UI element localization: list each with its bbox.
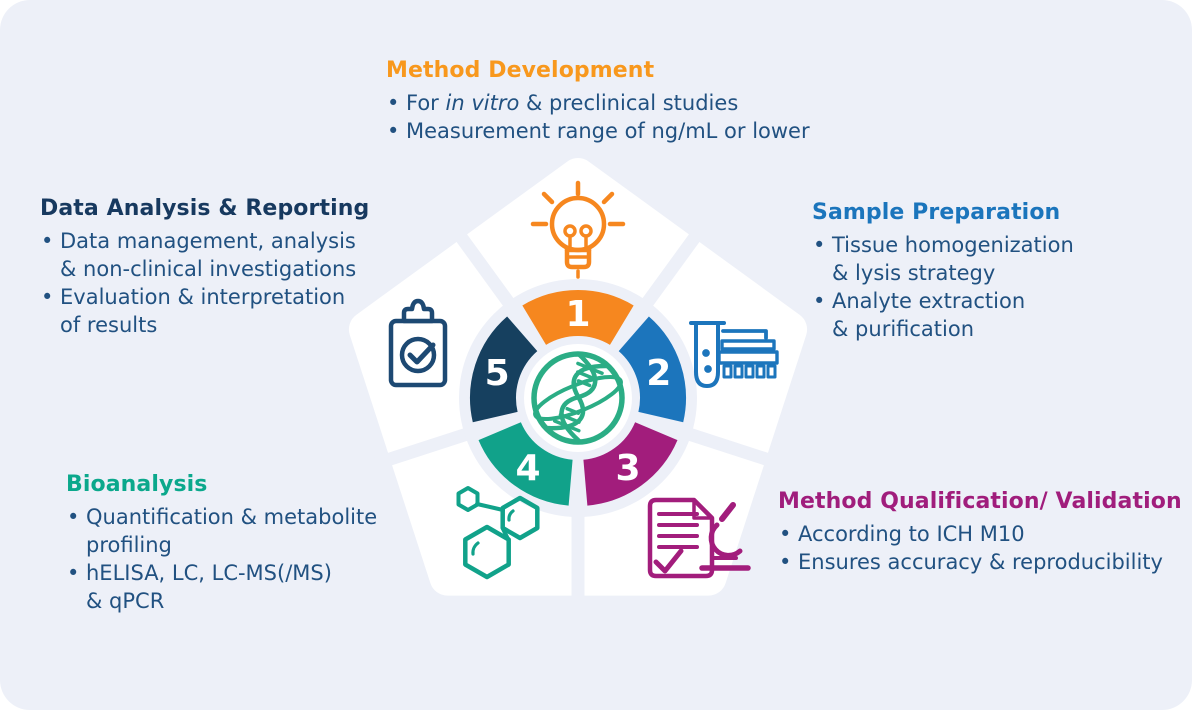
bullet-item: hELISA, LC, LC-MS(/MS)& qPCR: [66, 559, 377, 615]
bullet-item: Tissue homogenization& lysis strategy: [812, 231, 1074, 287]
stage-bullet-list: According to ICH M10Ensures accuracy & r…: [778, 520, 1182, 576]
stage-title: Data Analysis & Reporting: [40, 196, 370, 221]
segment-number-4: 4: [515, 448, 540, 489]
stage-block-bioanalysis: Bioanalysis Quantification & metabolitep…: [66, 472, 377, 615]
stage-title: Method Development: [386, 58, 655, 83]
stage-block-method-qualification-validation: Method Qualification/ Validation Accordi…: [778, 489, 1182, 576]
wheel-segment-1: [522, 290, 634, 346]
clipboard-check-icon: [388, 298, 448, 388]
segment-numbers: 1 2 3 4 5: [485, 294, 672, 489]
bullet-item: Measurement range of ng/mL or lower: [386, 117, 810, 145]
stage-title: Bioanalysis: [66, 472, 208, 497]
bullet-item: Ensures accuracy & reproducibility: [778, 548, 1182, 576]
wheel-segment-4: [478, 421, 574, 506]
document-microscope-icon: [647, 497, 751, 579]
bullet-item: According to ICH M10: [778, 520, 1182, 548]
stage-title: Sample Preparation: [812, 200, 1061, 225]
segment-number-1: 1: [565, 294, 590, 335]
stage-bullet-list: Quantification & metaboliteprofilinghELI…: [66, 503, 377, 615]
wheel-ring: [470, 290, 686, 506]
segment-number-5: 5: [485, 353, 510, 394]
dna-globe-icon: [531, 351, 625, 445]
wheel-segment-5: [470, 316, 539, 423]
stage-bullet-list: For in vitro & preclinical studiesMeasur…: [386, 89, 810, 145]
stage-bullet-list: Data management, analysis& non-clinical …: [40, 227, 369, 339]
bullet-item: Data management, analysis& non-clinical …: [40, 227, 369, 283]
lightbulb-idea-icon: [530, 180, 626, 279]
bullet-item: For in vitro & preclinical studies: [386, 89, 810, 117]
segment-number-3: 3: [615, 448, 640, 489]
stage-bullet-list: Tissue homogenization& lysis strategyAna…: [812, 231, 1074, 343]
stage-title: Method Qualification/ Validation: [778, 489, 1182, 514]
stage-block-method-development: Method Development For in vitro & precli…: [386, 58, 810, 145]
pentagon-cycle-diagram: 1 2 3 4 5: [348, 158, 808, 612]
stage-block-data-analysis-reporting: Data Analysis & Reporting Data managemen…: [40, 196, 369, 339]
stage-block-sample-preparation: Sample Preparation Tissue homogenization…: [812, 200, 1074, 343]
bullet-item: Analyte extraction& purification: [812, 287, 1074, 343]
molecule-icon: [456, 486, 540, 580]
test-tube-homogenizer-icon: [689, 321, 779, 388]
wheel-segment-3: [582, 421, 678, 506]
segment-number-2: 2: [646, 353, 671, 394]
wheel-segment-2: [617, 316, 686, 423]
